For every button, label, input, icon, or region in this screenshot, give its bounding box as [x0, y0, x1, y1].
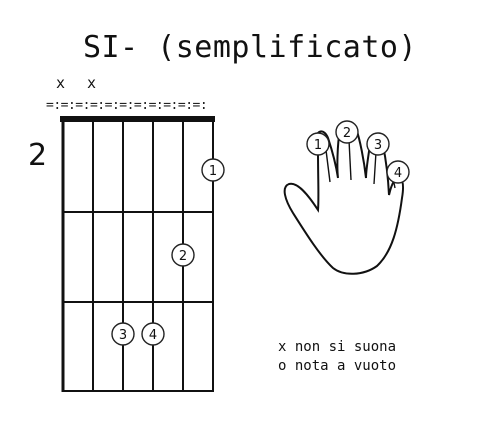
strings	[61, 120, 214, 392]
hand-outline	[283, 121, 405, 275]
hand-finger-2-label: 2	[343, 126, 351, 141]
legend: x non si suona o nota a vuoto	[278, 338, 396, 376]
mute-mark-string-1: x	[56, 74, 66, 92]
hand-finger-2: 2	[335, 120, 359, 144]
finger-dot-2: 2	[171, 243, 195, 267]
finger-crease-3	[373, 151, 377, 185]
hand-finger-3: 3	[366, 132, 390, 156]
finger-dot-3-circle	[111, 322, 135, 346]
hand-illustration: 1 2 3 4	[283, 120, 410, 275]
hand-finger-4-label: 4	[394, 166, 402, 181]
finger-dot-4-label: 4	[149, 328, 157, 343]
finger-dot-3: 3	[111, 322, 135, 346]
hand-finger-2-circle	[335, 120, 359, 144]
finger-dot-4: 4	[141, 322, 165, 346]
nut-marker: =:=:=:=:=:=:=:=:=:=:=:	[46, 98, 208, 113]
finger-dot-2-label: 2	[179, 249, 187, 264]
start-fret-number: 2	[28, 138, 48, 173]
finger-dot-2-circle	[171, 243, 195, 267]
mute-mark-string-2: x	[87, 74, 97, 92]
legend-muted: x non si suona	[278, 339, 397, 355]
finger-dot-1-label: 1	[209, 164, 217, 179]
finger-dot-1: 1	[201, 158, 225, 182]
legend-open: o nota a vuoto	[278, 358, 397, 374]
finger-dot-4-circle	[141, 322, 165, 346]
finger-dot-3-label: 3	[119, 328, 127, 343]
hand-finger-4-circle	[386, 160, 410, 184]
finger-dots: 1 2 3 4	[111, 158, 225, 346]
chord-title: SI- (semplificato)	[82, 30, 418, 65]
hand-finger-1-circle	[306, 132, 330, 156]
hand-finger-1: 1	[306, 132, 330, 156]
frets	[62, 211, 214, 392]
hand-finger-4: 4	[386, 160, 410, 184]
hand-finger-3-circle	[366, 132, 390, 156]
fretboard-top-bar	[60, 116, 215, 122]
finger-crease-2	[348, 139, 352, 181]
finger-dot-1-circle	[201, 158, 225, 182]
finger-crease-1	[325, 149, 331, 183]
hand-finger-3-label: 3	[374, 138, 382, 153]
hand-finger-1-label: 1	[314, 138, 322, 153]
